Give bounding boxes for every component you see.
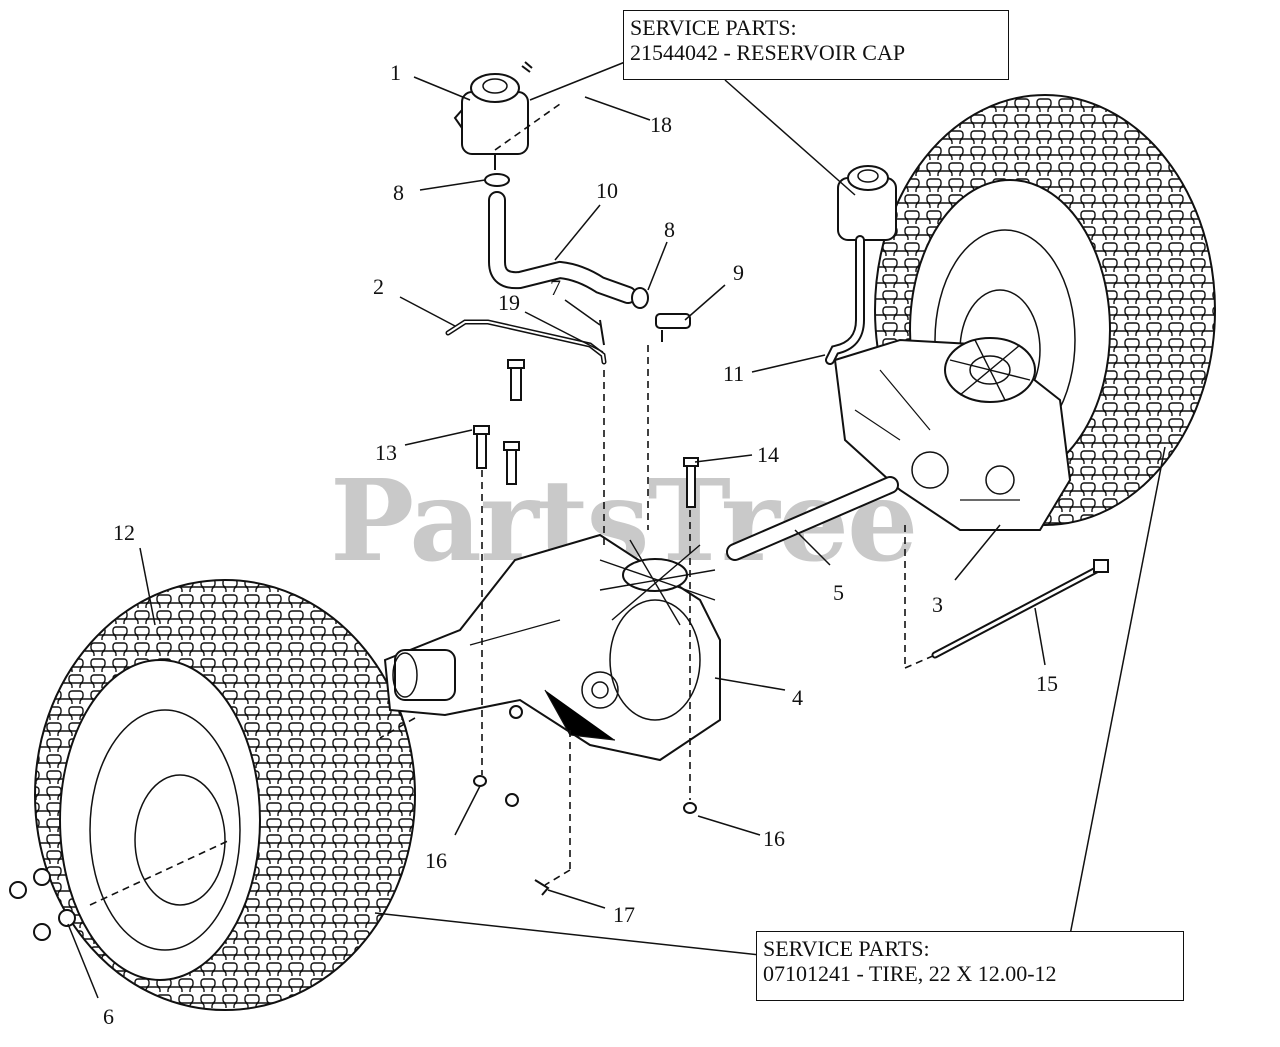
callout-2: 2: [373, 274, 384, 299]
clamp-top: [484, 173, 510, 187]
callout-10: 10: [596, 178, 618, 203]
axle-tube: [726, 476, 899, 561]
callout-18: 18: [650, 112, 672, 137]
callout-16-left: 16: [425, 848, 447, 873]
callout-3: 3: [932, 592, 943, 617]
hose: [488, 191, 637, 304]
bypass-rod: [445, 319, 607, 365]
callout-14: 14: [757, 442, 779, 467]
clamp-lower: [631, 287, 649, 309]
callout-6: 6: [103, 1004, 114, 1029]
fitting: [655, 313, 691, 342]
callout-12-left: 12: [113, 520, 135, 545]
callout-8-lower: 8: [664, 217, 675, 242]
service-parts-title: SERVICE PARTS:: [763, 936, 930, 961]
service-parts-line: 21544042 - RESERVOIR CAP: [630, 40, 906, 65]
callout-16-right: 16: [763, 826, 785, 851]
bolts: [473, 359, 699, 508]
pin: [599, 319, 605, 346]
callout-1: 1: [390, 60, 401, 85]
service-parts-line: 07101241 - TIRE, 22 X 12.00-12: [763, 961, 1057, 986]
tire-left: [34, 579, 416, 1011]
leader-lines: [67, 59, 1166, 999]
callout-8-top: 8: [393, 180, 404, 205]
callout-7: 7: [550, 275, 561, 300]
lug-nuts: [9, 705, 697, 941]
service-parts-box-reservoir: SERVICE PARTS: 21544042 - RESERVOIR CAP: [623, 10, 1009, 80]
reservoir-left: [453, 61, 533, 170]
service-parts-box-tire: SERVICE PARTS: 07101241 - TIRE, 22 X 12.…: [756, 931, 1184, 1001]
assembly-lines: [89, 103, 936, 906]
callout-17: 17: [613, 902, 635, 927]
callout-11: 11: [723, 361, 744, 386]
long-bolt: [931, 559, 1109, 659]
callout-9: 9: [733, 260, 744, 285]
callout-5: 5: [833, 580, 844, 605]
callout-13: 13: [375, 440, 397, 465]
callout-19: 19: [498, 290, 520, 315]
service-parts-title: SERVICE PARTS:: [630, 15, 797, 40]
callout-15: 15: [1036, 671, 1058, 696]
callout-4: 4: [792, 685, 803, 710]
